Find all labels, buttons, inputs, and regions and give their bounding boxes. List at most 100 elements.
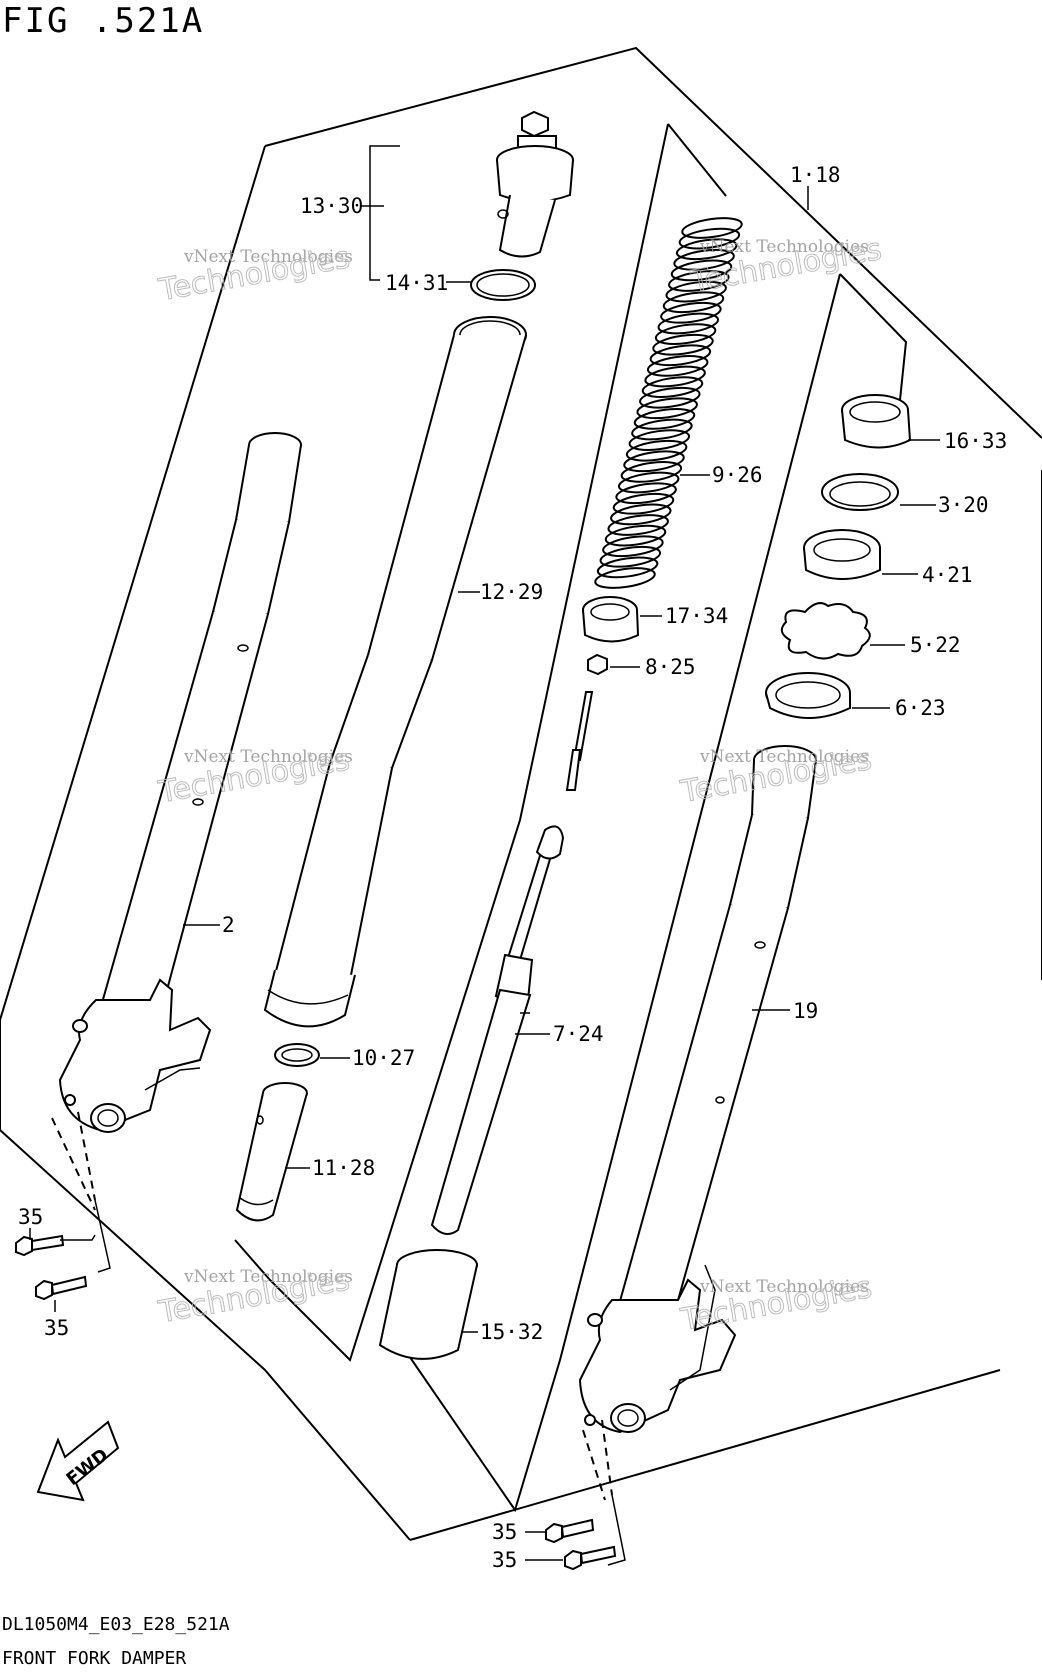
fork-outer-tube-left xyxy=(58,432,302,1133)
callout-14-31: 14·31 xyxy=(385,271,448,295)
nut-8 xyxy=(587,653,608,676)
callout-35-left-top: 35 xyxy=(18,1205,43,1229)
spring-coil xyxy=(681,217,743,239)
spring-coil xyxy=(665,280,727,303)
spring-coil xyxy=(654,323,717,345)
damper-rod-7 xyxy=(430,691,594,1235)
assembly-frame xyxy=(0,46,1042,1541)
collar-17 xyxy=(582,596,640,643)
washer-10 xyxy=(274,1043,320,1067)
spring-coil xyxy=(662,291,725,314)
spring-coil xyxy=(620,461,683,483)
figure-caption: FRONT FORK DAMPER xyxy=(2,1648,186,1669)
o-ring-14 xyxy=(470,269,536,301)
callout-35-left-bottom: 35 xyxy=(44,1316,69,1340)
bolt-guide-right-2 xyxy=(601,1419,613,1496)
spring-coil xyxy=(599,545,662,568)
spring-coil xyxy=(644,365,706,388)
spring-coil xyxy=(631,418,693,441)
fork-inner-tube-12 xyxy=(263,316,527,1028)
spring-coil xyxy=(646,355,709,377)
callout-10-27: 10·27 xyxy=(352,1046,415,1070)
callout-15-32: 15·32 xyxy=(480,1320,543,1344)
callout-9-26: 9·26 xyxy=(712,463,763,487)
spring-coil xyxy=(594,567,656,589)
spring-coil xyxy=(678,227,741,250)
callout-7-24: 7·24 xyxy=(553,1022,604,1046)
spring-coil xyxy=(607,514,669,536)
spring-coil xyxy=(617,471,680,494)
ring-3 xyxy=(821,473,899,511)
spring-9 xyxy=(594,217,743,589)
spring-coil xyxy=(633,408,696,430)
spring-coil xyxy=(670,259,733,282)
clip-5 xyxy=(780,602,871,660)
callout-13-30: 13·30 xyxy=(300,194,363,218)
callout-19: 19 xyxy=(793,999,818,1023)
callout-5-22: 5·22 xyxy=(910,633,961,657)
fork-outer-tube-right xyxy=(578,745,817,1434)
callout-16-33: 16·33 xyxy=(944,429,1007,453)
callout-35-right-top: 35 xyxy=(492,1520,517,1544)
watermark-text-5: vNext Technologies xyxy=(183,1267,353,1287)
spring-coil xyxy=(615,482,677,505)
inner-frame-right xyxy=(404,273,908,1513)
spring-coil xyxy=(636,397,698,420)
callout-8-25: 8·25 xyxy=(645,655,696,679)
bolt-bracket-left xyxy=(60,1199,111,1273)
watermark-text-3: vNext Technologies xyxy=(183,747,353,767)
spring-coil xyxy=(675,238,738,261)
cap-16 xyxy=(841,394,912,449)
figure-code: DL1050M4_E03_E28_521A xyxy=(2,1614,230,1635)
spring-coil xyxy=(668,270,730,292)
callout-12-29: 12·29 xyxy=(480,580,543,604)
spring-coil xyxy=(649,344,712,367)
callout-1-18: 1·18 xyxy=(790,163,841,187)
watermark-text-6: vNext Technologies xyxy=(699,1277,869,1297)
bolt-35-left-bottom xyxy=(35,1275,88,1301)
bolt-35-right-top xyxy=(545,1518,595,1544)
spring-coil xyxy=(602,535,664,558)
callout-35-right-bottom: 35 xyxy=(492,1548,517,1572)
spring-coil xyxy=(639,386,701,409)
watermark-text-4: vNext Technologies xyxy=(699,747,869,767)
bolt-bracket-right xyxy=(607,1494,626,1566)
watermark-text-1: vNext Technologies xyxy=(183,247,353,267)
assembly-frame-bottom xyxy=(409,1369,1001,1541)
callout-2: 2 xyxy=(222,913,235,937)
leader-13 xyxy=(360,145,400,281)
watermark-text-2: vNext Technologies xyxy=(699,237,869,257)
bushing-11 xyxy=(235,1082,308,1222)
bolt-guide-right xyxy=(582,1429,606,1501)
callout-17-34: 17·34 xyxy=(665,604,728,628)
bolt-35-left-top xyxy=(15,1234,65,1257)
spring-coil xyxy=(641,376,704,398)
seal-4 xyxy=(803,529,881,580)
spring-coil xyxy=(604,524,667,547)
spring-coil xyxy=(652,333,714,356)
spring-coil xyxy=(657,312,720,335)
figure-title: FIG .521A xyxy=(2,1,204,41)
spring-coil xyxy=(660,301,722,324)
bolt-35-right-bottom xyxy=(564,1545,617,1571)
bolt-guide-left xyxy=(51,1117,96,1211)
callout-3-20: 3·20 xyxy=(938,493,989,517)
callout-11-28: 11·28 xyxy=(312,1156,375,1180)
spring-coil xyxy=(625,439,688,462)
callout-6-23: 6·23 xyxy=(895,696,946,720)
fwd-arrow-icon: FWD xyxy=(36,1420,120,1502)
callout-4-21: 4·21 xyxy=(922,563,973,587)
spring-coil xyxy=(673,248,735,271)
inner-frame-tube xyxy=(234,123,727,1362)
spring-coil xyxy=(628,429,691,451)
bolt-guide-left-2 xyxy=(77,1111,96,1201)
spring-coil xyxy=(610,503,672,526)
seal-6 xyxy=(765,672,851,719)
cap-bolt-13 xyxy=(496,110,574,258)
spring-coil xyxy=(596,556,659,579)
spring-coil xyxy=(623,450,685,473)
o-ring-14-inner xyxy=(476,273,530,297)
spring-coil xyxy=(612,492,675,515)
